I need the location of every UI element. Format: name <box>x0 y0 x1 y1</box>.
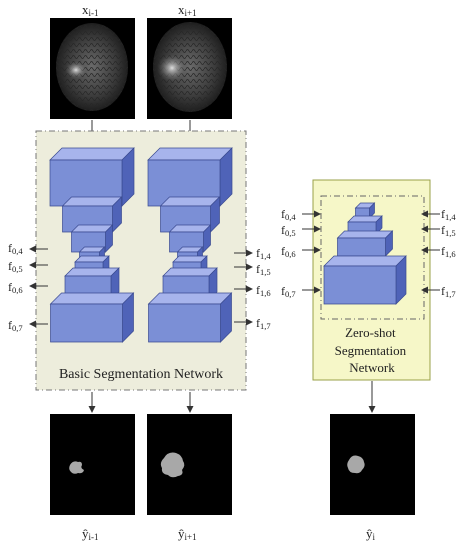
zs-feature-label-f04: f0,4 <box>281 207 296 222</box>
zs-feature-label-f17: f1,7 <box>441 284 456 299</box>
feature-label-f15: f1,5 <box>256 262 271 277</box>
zs-feature-label-f05: f0,5 <box>281 223 296 238</box>
feature-label-f16: f1,6 <box>256 283 271 298</box>
input-image-left <box>50 18 135 119</box>
zero-shot-block-3 <box>336 230 394 257</box>
right-tower-block-7 <box>147 292 233 343</box>
feature-label-f04: f0,4 <box>8 241 23 256</box>
feature-label-f06: f0,6 <box>8 280 23 295</box>
zs-feature-label-f15: f1,5 <box>441 223 456 238</box>
feature-label-f07: f0,7 <box>8 318 23 333</box>
feature-label-f17: f1,7 <box>256 316 271 331</box>
zero-shot-network-blocks <box>323 202 407 305</box>
zero-shot-title: Zero-shot Segmentation Network <box>335 325 410 375</box>
zero-left-features: f0,4 f0,5 f0,6 f0,7 <box>281 207 321 299</box>
feature-label-f05: f0,5 <box>8 259 23 274</box>
zs-feature-label-f16: f1,6 <box>441 244 456 259</box>
input-label-right: xi+1 <box>178 2 197 18</box>
basic-left-features: f0,4 f0,5 f0,6 f0,7 <box>8 241 48 333</box>
zero-shot-block-4 <box>323 255 407 305</box>
left-tower-block-7 <box>49 292 135 343</box>
zs-feature-label-f07: f0,7 <box>281 284 296 299</box>
output-label-left: ŷi-1 <box>82 526 99 542</box>
zero-shot-block-1 <box>354 202 376 219</box>
right-tower-block-1 <box>147 147 233 207</box>
basic-network-blocks <box>49 147 233 343</box>
output-mask-right <box>330 414 415 515</box>
left-tower-block-1 <box>49 147 135 207</box>
input-image-right <box>147 18 232 119</box>
zero-right-features: f1,4 f1,5 f1,6 f1,7 <box>421 207 456 299</box>
basic-network-title: Basic Segmentation Network <box>59 367 223 382</box>
zs-feature-label-f06: f0,6 <box>281 244 296 259</box>
feature-label-f14: f1,4 <box>256 246 271 261</box>
output-label-middle: ŷi+1 <box>178 526 197 542</box>
basic-right-features: f1,4 f1,5 f1,6 f1,7 <box>234 246 271 331</box>
output-mask-left <box>50 414 135 515</box>
zs-feature-label-f14: f1,4 <box>441 207 456 222</box>
output-mask-middle <box>147 414 232 515</box>
input-label-left: xi-1 <box>82 2 99 18</box>
output-label-right: ŷi <box>366 526 376 542</box>
zero-shot-inner-box <box>320 195 425 320</box>
